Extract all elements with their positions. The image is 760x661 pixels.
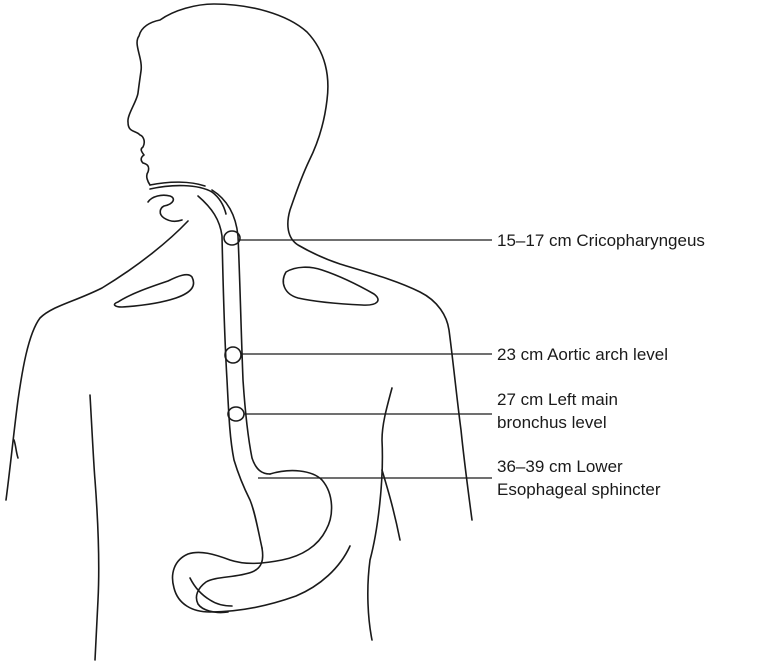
label-aortic-arch: 23 cm Aortic arch level (497, 345, 668, 364)
left-arm-inner-line (90, 395, 99, 660)
head-neck-outline (128, 4, 472, 520)
stomach-inner-curve (196, 548, 262, 613)
label-left-main-bronchus-line-2: bronchus level (497, 413, 607, 432)
left-main-bronchus-marker (228, 407, 244, 421)
left-clavicle (115, 275, 194, 307)
label-cricopharyngeus-line-1: 15–17 cm Cricopharyngeus (497, 231, 705, 250)
esophagus-left-wall (198, 196, 262, 548)
right-body-mark (382, 470, 400, 540)
label-les-line-1: 36–39 cm Lower (497, 457, 623, 476)
label-cricopharyngeus: 15–17 cm Cricopharyngeus (497, 231, 705, 250)
left-armpit-mark (14, 440, 18, 458)
aortic-arch-marker (225, 347, 241, 363)
label-les: 36–39 cm Lower Esophageal sphincter (497, 457, 661, 499)
label-left-main-bronchus-line-1: 27 cm Left main (497, 390, 618, 409)
label-left-main-bronchus: 27 cm Left main bronchus level (497, 390, 623, 432)
label-les-line-2: Esophageal sphincter (497, 480, 661, 499)
right-clavicle (283, 267, 378, 305)
label-aortic-arch-line-1: 23 cm Aortic arch level (497, 345, 668, 364)
tongue-outline (148, 195, 182, 221)
left-shoulder-outline (6, 221, 188, 500)
right-arm-inner-line (368, 388, 392, 640)
